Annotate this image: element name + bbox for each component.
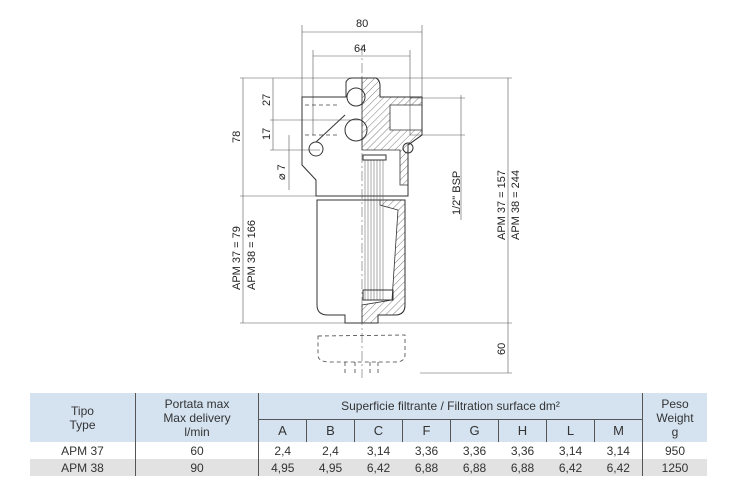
header-col-c: C — [354, 419, 403, 442]
dim-diameter-7: ⌀ 7 — [276, 164, 288, 180]
header-col-b: B — [306, 419, 355, 442]
dim-right-apm37: APM 37 = 157 — [496, 170, 508, 240]
cell-surface: 6,42 — [354, 459, 403, 476]
dim-78: 78 — [231, 131, 243, 143]
header-portata: Portata max — [164, 396, 230, 411]
cell-surface: 3,36 — [462, 443, 487, 458]
header-peso: Peso — [661, 396, 689, 411]
cell-surface: 6,88 — [402, 459, 451, 476]
dim-bsp: 1/2" BSP — [451, 171, 463, 215]
cell-surface: 3,36 — [414, 443, 439, 458]
cell-weight: 950 — [664, 443, 686, 458]
specifications-table: Tipo Type Portata max Max delivery l/min… — [30, 393, 707, 476]
header-col-h: H — [498, 419, 547, 442]
header-col-a: A — [258, 419, 307, 442]
dim-left-apm38: APM 38 = 166 — [246, 220, 258, 290]
header-type: Tipo Type — [30, 393, 136, 442]
cell-surface: 4,95 — [306, 459, 355, 476]
cell-type: APM 38 — [30, 459, 136, 476]
cell-surface: 3,14 — [594, 442, 643, 459]
header-max-delivery: Max delivery — [163, 410, 231, 425]
cell-surface: 4,95 — [258, 459, 307, 476]
header-col-f: F — [402, 419, 451, 442]
cell-surface: 6,88 — [450, 459, 499, 476]
header-col-m: M — [594, 419, 643, 442]
header-unit: l/min — [184, 424, 210, 439]
dim-27: 27 — [261, 94, 273, 106]
cell-surface: 6,88 — [498, 459, 547, 476]
dim-left-apm37: APM 37 = 79 — [231, 226, 243, 290]
cell-surface: 6,42 — [546, 459, 595, 476]
header-surface: Superficie filtrante / Filtration surfac… — [258, 393, 643, 420]
header-col-g: G — [450, 419, 499, 442]
cell-type: APM 37 — [30, 442, 136, 459]
cell-surface: 6,42 — [594, 459, 643, 476]
dim-17: 17 — [261, 128, 273, 140]
header-weight-en: Weight — [656, 410, 694, 425]
dim-80: 80 — [356, 18, 368, 30]
dim-60: 60 — [496, 343, 508, 355]
cell-surface: 2,4 — [274, 443, 292, 458]
dim-64: 64 — [354, 43, 366, 55]
cell-weight: 1250 — [642, 459, 707, 476]
header-delivery: Portata max Max delivery l/min — [135, 393, 259, 442]
header-col-l: L — [546, 419, 595, 442]
filter-technical-drawing: 80 64 27 17 78 ⌀ 7 APM 37 = 79 APM 38 = … — [231, 18, 522, 378]
header-weight-unit: g — [671, 424, 679, 439]
header-weight: Peso Weight g — [643, 393, 708, 442]
cell-delivery: 90 — [135, 459, 259, 476]
cell-delivery: 60 — [135, 442, 259, 459]
cell-surface: 3,36 — [510, 443, 535, 458]
cell-surface: 3,14 — [366, 443, 391, 458]
header-tipo: Tipo — [71, 403, 94, 418]
dim-right-apm38: APM 38 = 244 — [510, 170, 522, 240]
header-type-en: Type — [69, 417, 96, 432]
cell-surface: 2,4 — [322, 443, 339, 458]
cell-surface: 3,14 — [558, 443, 583, 458]
